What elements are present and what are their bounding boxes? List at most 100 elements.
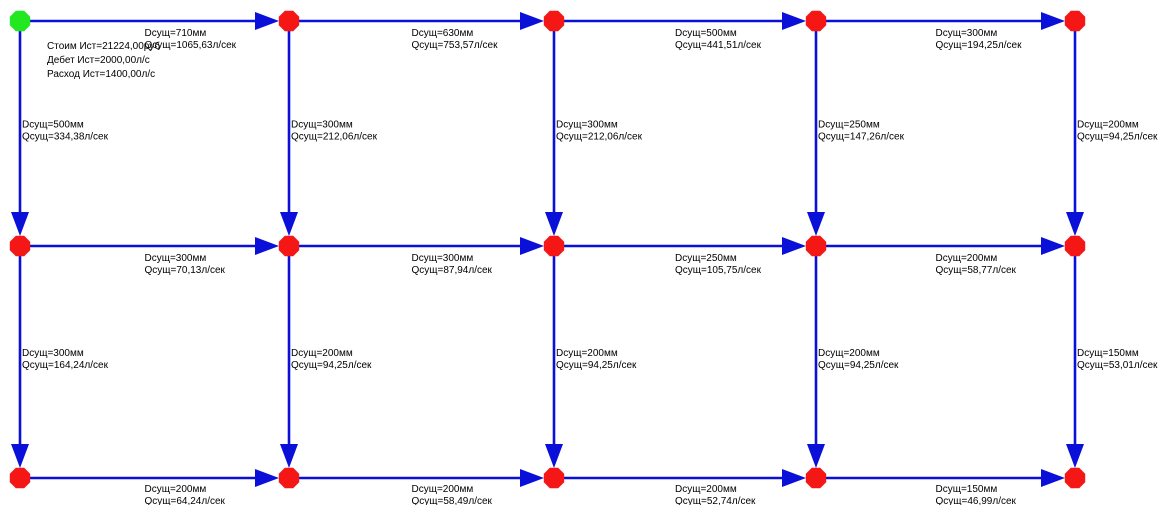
pipe-segment [20,237,279,255]
flow-arrow-icon [11,444,29,468]
pipe-segment [11,21,29,236]
pipe-diameter-label: Dсущ=200мм [291,348,353,359]
pipe-flow-label: Qсущ=46,99л/сек [936,496,1017,505]
pipe-diameter-label: Dсущ=300мм [412,253,474,264]
pipe-flow-label: Qсущ=147,26л/сек [818,132,905,143]
junction-node-icon[interactable] [805,467,827,489]
flow-arrow-icon [11,212,29,236]
pipe-diameter-label: Dсущ=300мм [291,120,353,131]
pipe-diameter-label: Dсущ=710мм [145,28,207,39]
pipe-segment [554,237,806,255]
source-flow-label: Расход Ист=1400,00л/с [47,69,155,80]
flow-arrow-icon [255,469,279,487]
pipe-flow-label: Qсущ=441,51л/сек [675,40,762,51]
pipe-diameter-label: Dсущ=250мм [675,253,737,264]
pipe-segment [807,21,825,236]
pipe-flow-label: Qсущ=52,74л/сек [675,496,756,505]
flow-arrow-icon [807,444,825,468]
junction-node-icon[interactable] [278,10,300,32]
flow-arrow-icon [1041,12,1065,30]
source-cost-label: Стоим Ист=21224,00руб [47,40,160,52]
junction-node-icon[interactable] [805,10,827,32]
pipe-flow-label: Qсущ=212,06л/сек [556,132,643,143]
pipe-flow-label: Qсущ=212,06л/сек [291,132,378,143]
pipe-labels-layer: Dсущ=710ммQсущ=1065,63л/секDсущ=630ммQсу… [22,28,1158,505]
pipe-diameter-label: Dсущ=200мм [675,484,737,495]
pipe-diameter-label: Dсущ=300мм [145,253,207,264]
junction-node-icon[interactable] [1064,467,1086,489]
flow-arrow-icon [545,212,563,236]
flow-arrow-icon [520,469,544,487]
junction-node-icon[interactable] [9,235,31,257]
flow-arrow-icon [520,237,544,255]
flow-arrow-icon [545,444,563,468]
pipe-flow-label: Qсущ=94,25л/сек [291,360,372,371]
flow-arrow-icon [280,444,298,468]
source-debit-label: Дебет Ист=2000,00л/с [47,54,150,66]
pipe-diameter-label: Dсущ=150мм [1077,348,1139,359]
pipe-flow-label: Qсущ=164,24л/сек [22,360,109,371]
pipe-flow-label: Qсущ=94,25л/сек [556,360,637,371]
junction-node-icon[interactable] [805,235,827,257]
pipe-segment [816,12,1065,30]
pipe-flow-label: Qсущ=94,25л/сек [1077,132,1158,143]
pipe-segment [280,246,298,468]
flow-arrow-icon [1066,212,1084,236]
pipe-diameter-label: Dсущ=200мм [936,253,998,264]
flow-arrow-icon [782,469,806,487]
pipe-diameter-label: Dсущ=200мм [556,348,618,359]
pipe-diameter-label: Dсущ=630мм [412,28,474,39]
pipe-segment [11,246,29,468]
pipe-segment [807,246,825,468]
pipe-diameter-label: Dсущ=200мм [412,484,474,495]
junction-node-icon[interactable] [1064,10,1086,32]
pipe-flow-label: Qсущ=1065,63л/сек [145,40,237,51]
pipe-flow-label: Qсущ=87,94л/сек [412,265,493,276]
pipe-flow-label: Qсущ=70,13л/сек [145,265,226,276]
junction-node-icon[interactable] [543,10,565,32]
flow-arrow-icon [255,237,279,255]
pipe-diameter-label: Dсущ=200мм [1077,120,1139,131]
pipe-diameter-label: Dсущ=300мм [556,120,618,131]
pipe-segment [545,246,563,468]
junction-node-icon[interactable] [543,467,565,489]
flow-arrow-icon [782,237,806,255]
pipe-flow-label: Qсущ=58,49л/сек [412,496,493,505]
pipe-flow-label: Qсущ=753,57л/сек [412,40,499,51]
pipe-diameter-label: Dсущ=300мм [936,28,998,39]
pipe-diameter-label: Dсущ=500мм [675,28,737,39]
pipe-segment [289,237,544,255]
pipe-segment [20,469,279,487]
flow-arrow-icon [782,12,806,30]
flow-arrow-icon [280,212,298,236]
junction-node-icon[interactable] [543,235,565,257]
junction-node-icon[interactable] [9,467,31,489]
pipe-flow-label: Qсущ=64,24л/сек [145,496,226,505]
flow-arrow-icon [255,12,279,30]
flow-arrow-icon [1041,469,1065,487]
nodes-layer [9,10,1086,489]
pipe-segment [554,12,806,30]
pipe-diameter-label: Dсущ=300мм [22,348,84,359]
junction-node-icon[interactable] [278,235,300,257]
pipe-segment [20,12,279,30]
pipe-segment [289,469,544,487]
pipe-segment [816,469,1065,487]
flow-arrow-icon [520,12,544,30]
source-node-icon[interactable] [9,10,31,32]
pipe-diameter-label: Dсущ=250мм [818,120,880,131]
pipe-diameter-label: Dсущ=200мм [818,348,880,359]
pipe-segment [280,21,298,236]
junction-node-icon[interactable] [278,467,300,489]
junction-node-icon[interactable] [1064,235,1086,257]
pipe-flow-label: Qсущ=53,01л/сек [1077,360,1158,371]
flow-arrow-icon [1066,444,1084,468]
pipe-segment [554,469,806,487]
pipe-flow-label: Qсущ=334,38л/сек [22,132,109,143]
pipe-segment [289,12,544,30]
pipe-diameter-label: Dсущ=150мм [936,484,998,495]
source-info-block: Стоим Ист=21224,00руб Дебет Ист=2000,00л… [47,40,160,80]
pipes-layer [11,12,1084,487]
pipe-diameter-label: Dсущ=200мм [145,484,207,495]
pipe-segment [1066,246,1084,468]
